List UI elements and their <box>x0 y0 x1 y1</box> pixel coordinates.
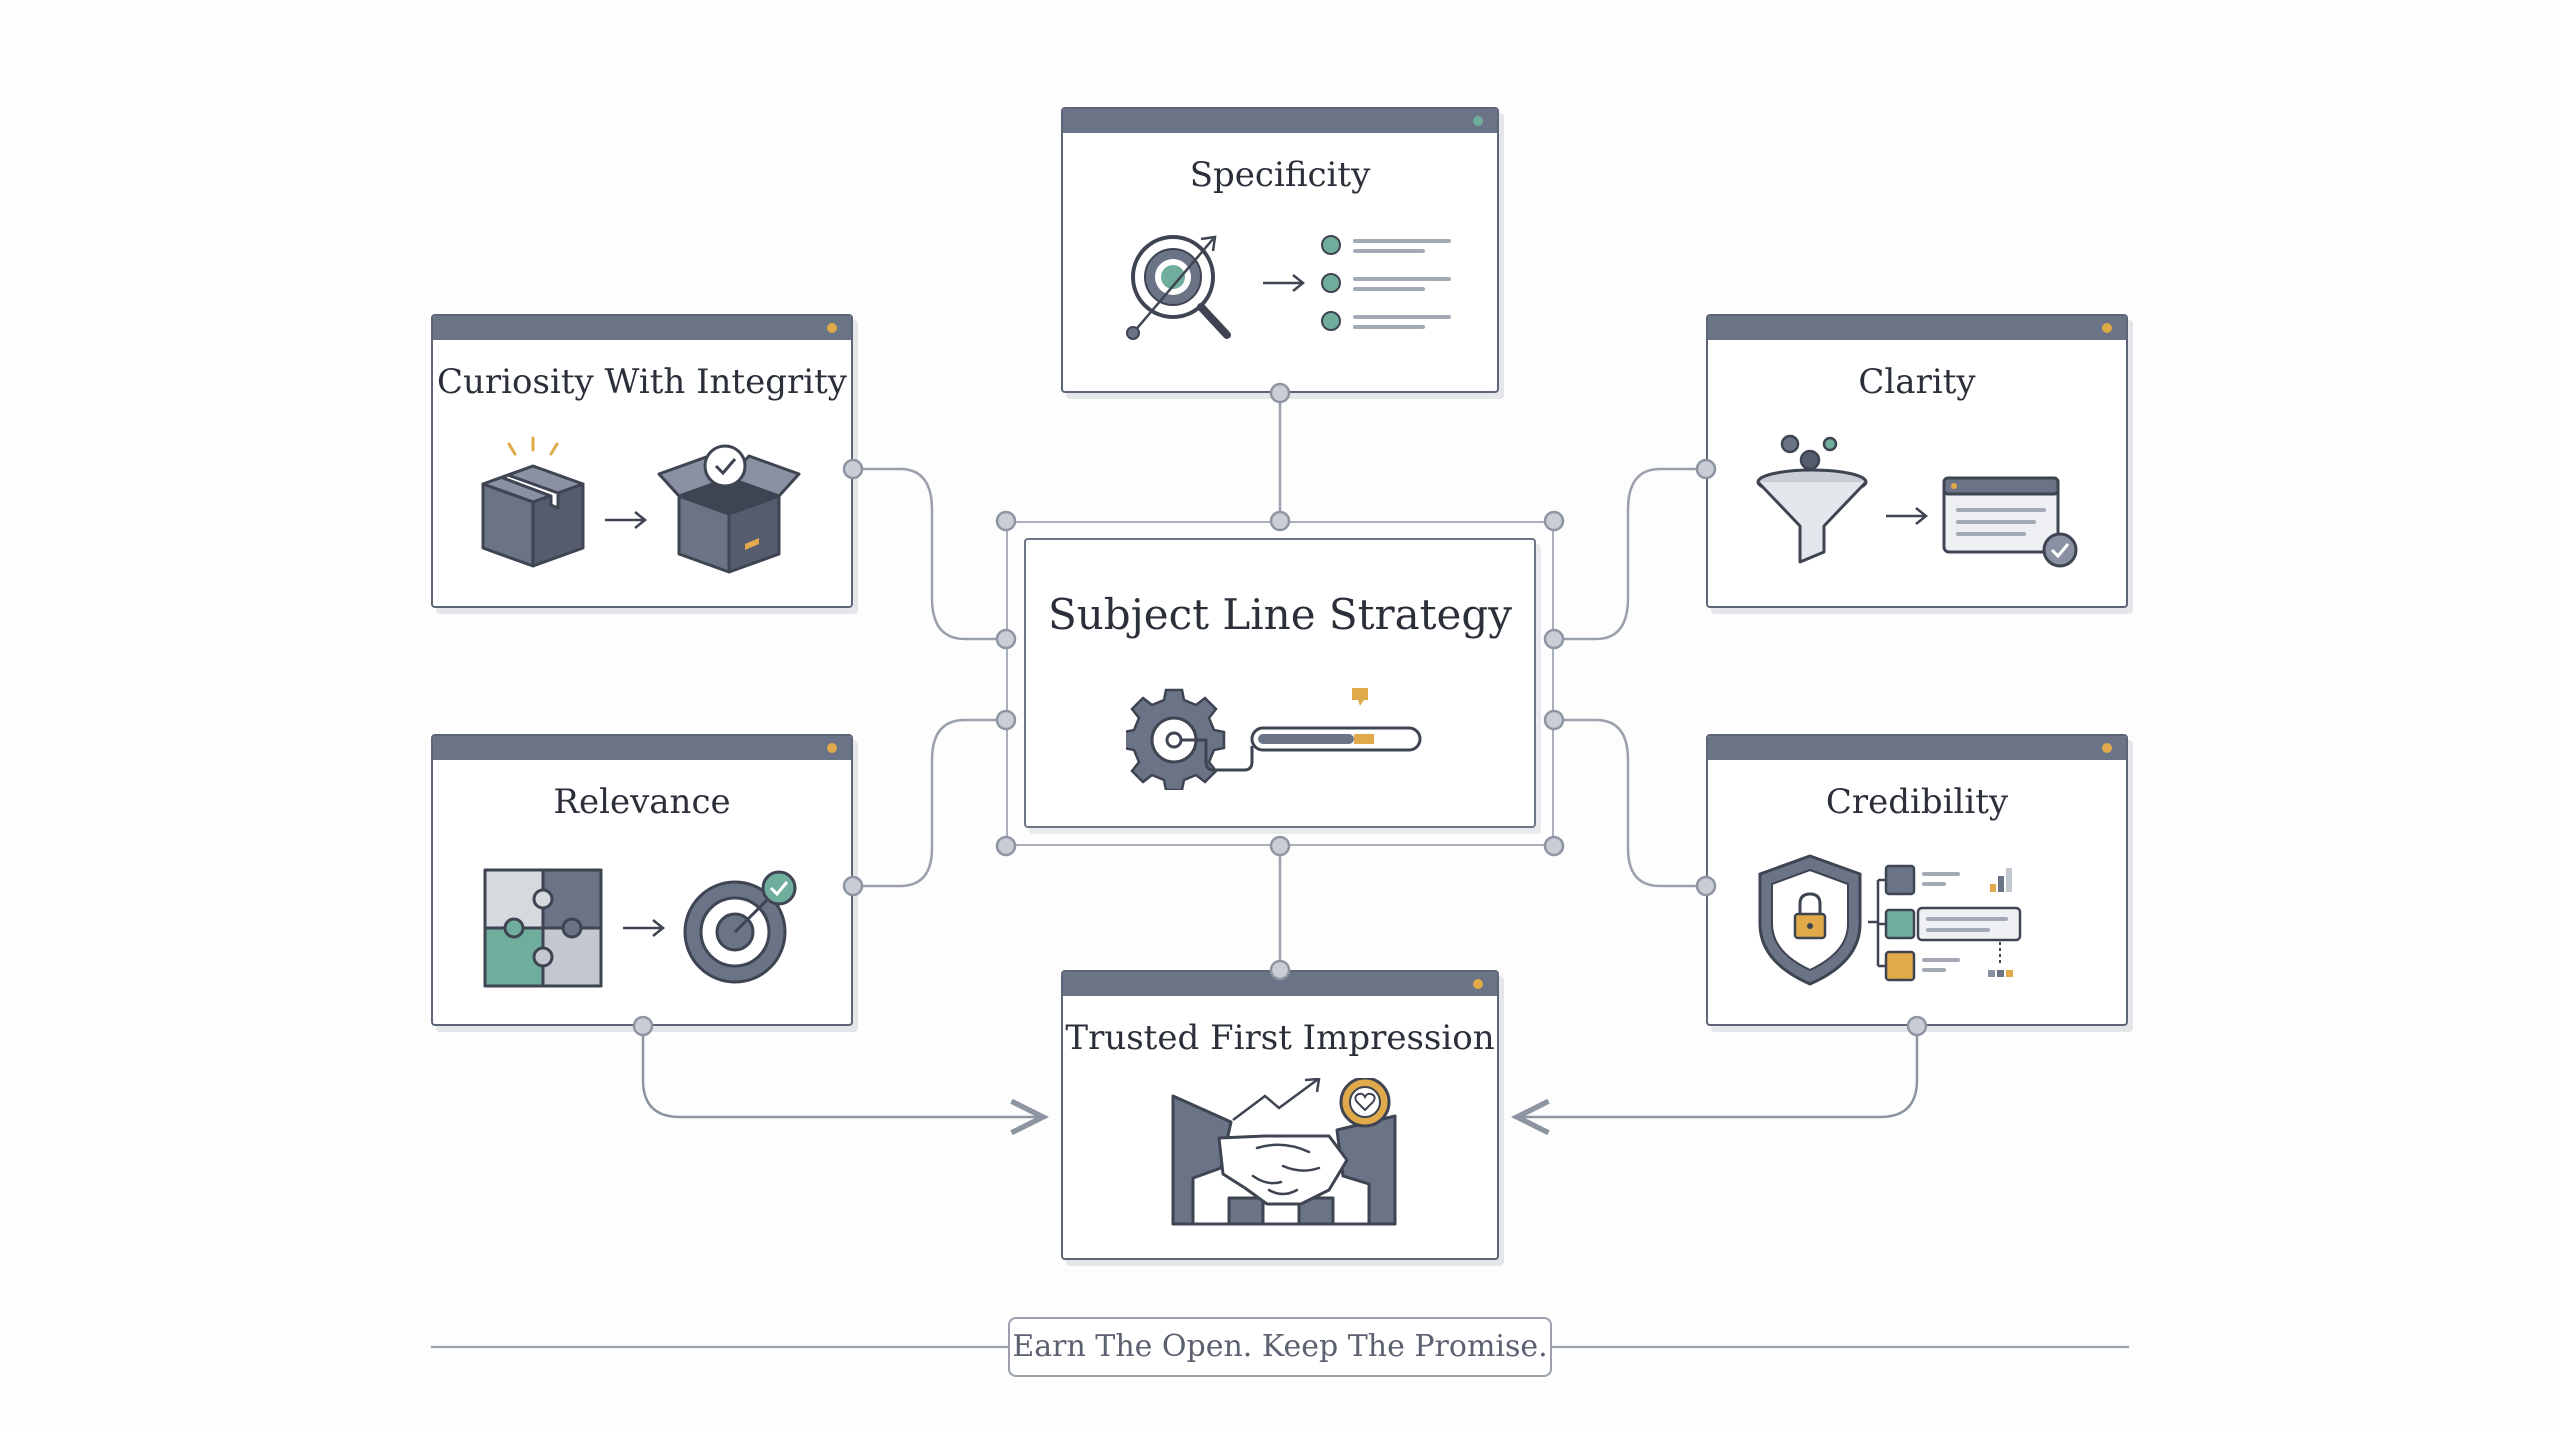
shield-lock-tree-icon <box>1758 854 2022 986</box>
status-dot <box>827 323 837 333</box>
card-header-bar <box>1708 316 2126 340</box>
funnel-window-icon <box>1756 434 2078 568</box>
card-header-bar <box>433 736 851 760</box>
handshake-heart-icon <box>1171 1078 1397 1226</box>
node-dot <box>1695 458 1717 480</box>
card-outcome[interactable]: Trusted First Impression <box>1061 970 1499 1260</box>
card-header-bar <box>1708 736 2126 760</box>
center-card[interactable]: Subject Line Strategy <box>1024 538 1536 828</box>
status-dot <box>1473 979 1483 989</box>
node-dot <box>995 709 1017 731</box>
node-dot <box>1543 628 1565 650</box>
magnifier-target-list-icon <box>1126 235 1451 340</box>
connector-clarity <box>1553 467 1706 641</box>
node-dot <box>632 1015 654 1037</box>
connector-relevance <box>853 718 1006 888</box>
card-title-relevance: Relevance <box>553 782 731 822</box>
card-title-credibility: Credibility <box>1825 782 2009 822</box>
card-title-clarity: Clarity <box>1858 362 1976 402</box>
connector-credibility <box>1553 718 1706 888</box>
node-dot <box>1543 510 1565 532</box>
card-title-outcome: Trusted First Impression <box>1065 1018 1495 1058</box>
center-title: Subject Line Strategy <box>1047 590 1513 639</box>
status-dot <box>1473 116 1483 126</box>
node-dot <box>995 510 1017 532</box>
card-relevance[interactable]: Relevance <box>431 734 853 1026</box>
node-dot <box>842 458 864 480</box>
arrow-relevance-to-outcome <box>641 1026 1050 1136</box>
card-header-bar <box>1063 109 1497 133</box>
node-dot <box>1543 709 1565 731</box>
node-dot <box>1269 959 1291 981</box>
node-dot <box>1269 835 1291 857</box>
card-credibility[interactable]: Credibility <box>1706 734 2128 1026</box>
node-dot <box>1543 835 1565 857</box>
card-clarity[interactable]: Clarity <box>1706 314 2128 608</box>
node-dot <box>1695 875 1717 897</box>
box-open-icon <box>481 436 801 574</box>
arrow-credibility-to-outcome <box>1510 1026 1919 1136</box>
status-dot <box>2102 323 2112 333</box>
tagline: Earn The Open. Keep The Promise. <box>1008 1317 1552 1377</box>
node-dot <box>1906 1015 1928 1037</box>
node-dot <box>1269 382 1291 404</box>
node-dot <box>1269 510 1291 532</box>
card-header-bar <box>433 316 851 340</box>
connector-curiosity <box>853 467 1006 641</box>
card-curiosity[interactable]: Curiosity With Integrity <box>431 314 853 608</box>
puzzle-target-icon <box>483 868 797 988</box>
status-dot <box>2102 743 2112 753</box>
status-dot <box>827 743 837 753</box>
card-title-curiosity: Curiosity With Integrity <box>437 362 847 402</box>
node-dot <box>842 875 864 897</box>
gear-progress-icon <box>1126 688 1422 790</box>
card-title-specificity: Specificity <box>1189 155 1371 195</box>
node-dot <box>995 628 1017 650</box>
node-dot <box>995 835 1017 857</box>
